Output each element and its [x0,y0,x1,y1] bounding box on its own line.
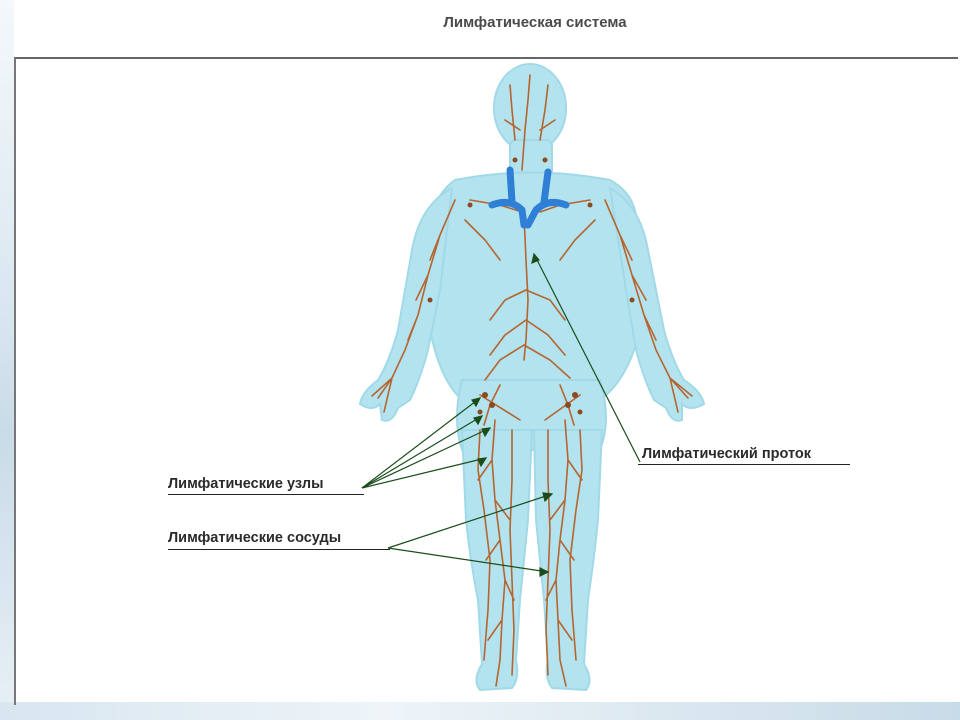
label-lymph-duct: Лимфатический проток [642,446,811,462]
background-edge-left [0,0,14,720]
label-lymph-vessels: Лимфатические сосуды [168,530,342,546]
background-edge-bottom [0,702,960,720]
underline-lymph-vessels [168,549,390,550]
label-lymph-nodes: Лимфатические узлы [168,476,324,492]
underline-lymph-duct [638,464,850,465]
slide-title: Лимфатическая система [443,14,627,31]
subclavian-veins [488,166,570,229]
pointer-lines [361,252,641,577]
diagram-frame [14,57,958,705]
lymph-nodes [427,157,635,415]
underline-lymph-nodes [168,494,364,495]
body-silhouette [358,63,706,692]
